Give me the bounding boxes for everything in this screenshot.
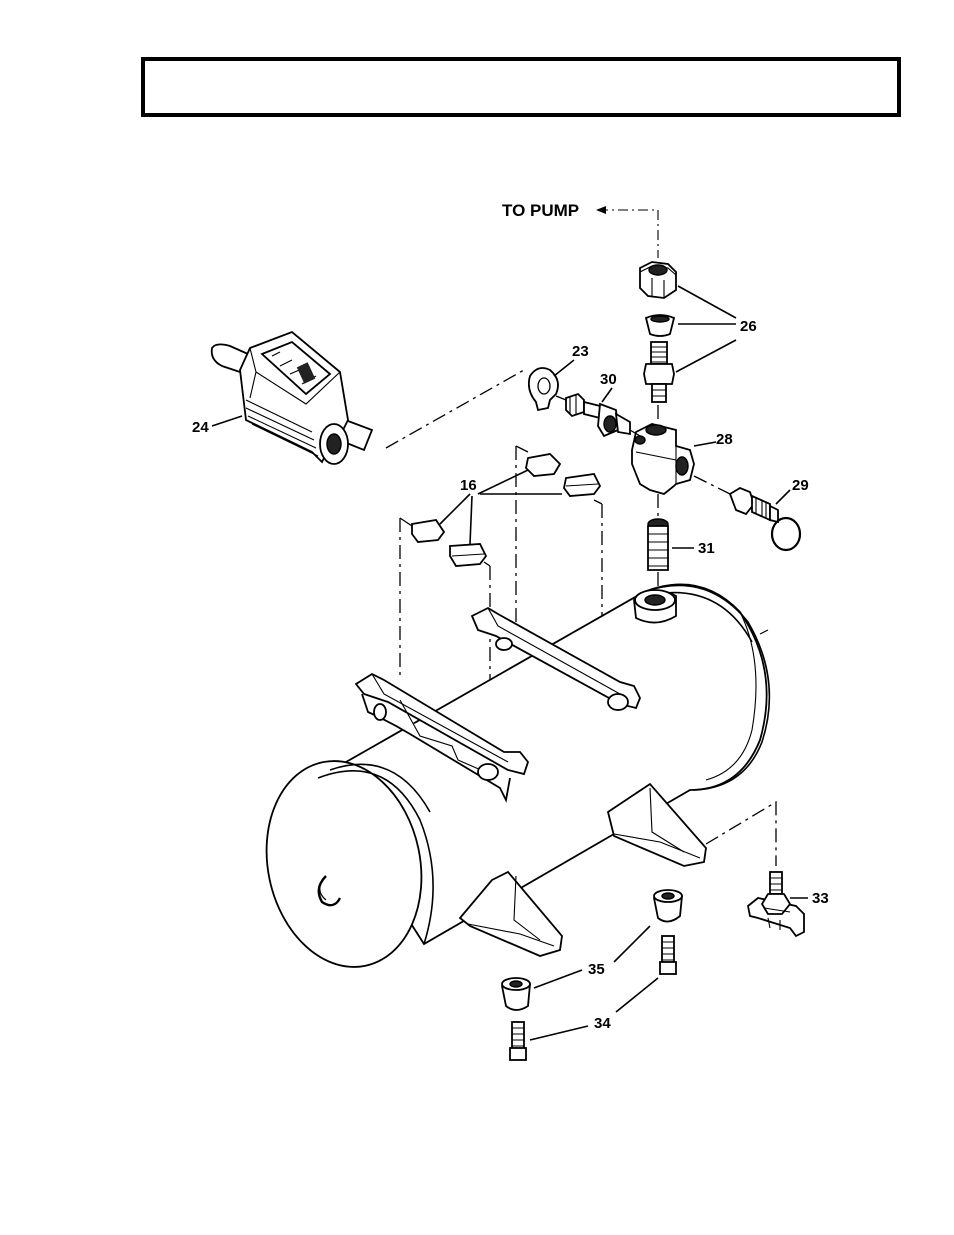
part-30-valve: 30: [566, 371, 640, 436]
callout-35: 35: [588, 961, 605, 978]
callout-24: 24: [192, 419, 209, 436]
callout-33: 33: [812, 890, 829, 907]
callout-31: 31: [698, 540, 715, 557]
callout-16: 16: [460, 477, 477, 494]
to-pump-flow: TO PUMP: [502, 201, 658, 258]
air-tank: [248, 584, 769, 981]
callout-23: 23: [572, 343, 589, 360]
part-33-drain-valve: 33: [706, 802, 829, 936]
callout-30: 30: [600, 371, 617, 388]
part-26-fittings: 26: [640, 262, 757, 402]
to-pump-label: TO PUMP: [502, 201, 579, 220]
callout-34: 34: [594, 1015, 611, 1032]
part-31-nipple: 31: [648, 494, 715, 592]
part-24-gauge: 24: [192, 332, 566, 464]
callout-29: 29: [792, 477, 809, 494]
callout-26: 26: [740, 318, 757, 335]
part-28-cross-fitting: 28: [632, 405, 733, 494]
callout-28: 28: [716, 431, 733, 448]
part-29-safety-valve: 29: [694, 476, 809, 550]
arrow-head-icon: [596, 206, 606, 214]
